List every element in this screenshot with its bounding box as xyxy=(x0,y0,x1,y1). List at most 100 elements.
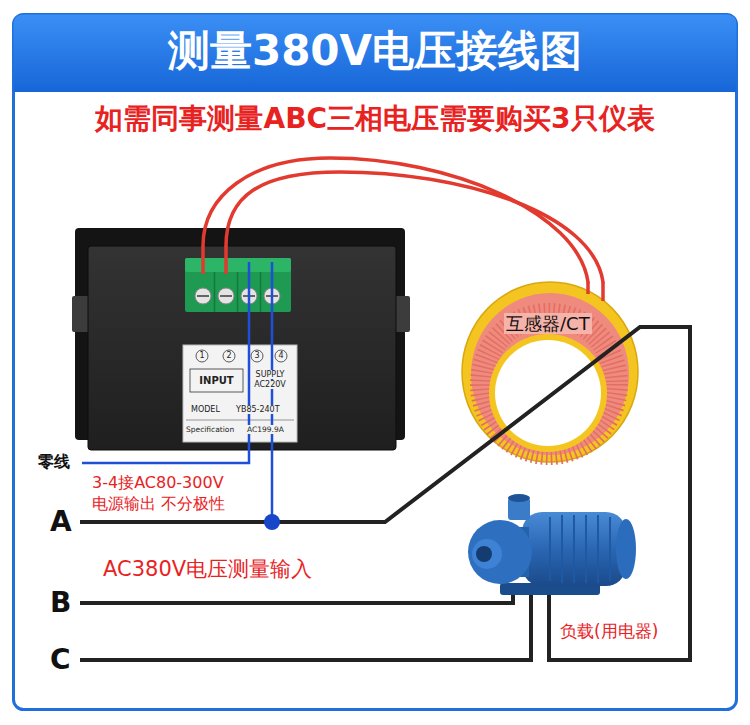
current-transformer: 互感器/CT xyxy=(462,282,638,462)
terminal-number: 3 xyxy=(254,351,259,360)
current-transformer xyxy=(471,293,629,455)
spec-value-wrap: AC199.9A xyxy=(247,425,284,435)
terminal-block xyxy=(197,295,209,297)
meter-sticker xyxy=(183,345,297,442)
terminal-block xyxy=(185,258,291,312)
meter: 1 2 3 4INPUT SUPPLY AC220V MODEL YB85-240T Spec… xyxy=(88,246,396,450)
phase-wires xyxy=(264,514,280,530)
spec-label: Specification xyxy=(186,425,234,434)
terminal-number-wrap: 1 xyxy=(198,351,206,361)
spec-value: AC199.9A xyxy=(247,425,284,434)
input-note-wrap: AC380V电压测量输入 xyxy=(103,556,312,582)
terminal-block xyxy=(237,272,239,312)
pump-illustration xyxy=(573,515,575,583)
meter-sticker xyxy=(196,350,208,362)
meter-sticker xyxy=(275,350,287,362)
ct-label-wrap: 互感器/CT xyxy=(504,313,592,335)
pump-illustration xyxy=(468,520,532,584)
subtitle-note: 如需同事测量ABC三相电压需要购买3只仪表 xyxy=(95,102,654,135)
neutral-label-wrap: 零线 xyxy=(38,452,70,472)
red-wire xyxy=(203,158,588,282)
neutral-and-supply-wires xyxy=(82,262,249,463)
title: 测量380V电压接线图 xyxy=(168,26,582,75)
meter-housing xyxy=(72,296,90,332)
subtitle-note-wrap: 如需同事测量ABC三相电压需要购买3只仪表 xyxy=(0,102,750,136)
meter-sticker xyxy=(223,350,235,362)
phase-wires xyxy=(80,327,690,660)
phase-label-wrap: C xyxy=(50,643,71,677)
terminal-number-wrap: 4 xyxy=(277,351,285,361)
panel xyxy=(14,15,737,710)
terminal-block xyxy=(185,258,291,272)
supply-note: 3-4接AC80-300V 电源输出 不分极性 xyxy=(92,473,225,513)
red-wire-stubs xyxy=(203,246,603,301)
neutral-label: 零线 xyxy=(38,452,70,471)
red-wire xyxy=(226,172,603,282)
terminal-block xyxy=(185,258,291,312)
model-label: MODEL xyxy=(191,405,220,414)
terminal-number-wrap: 3 xyxy=(253,351,261,361)
terminal-number: 4 xyxy=(278,351,283,360)
pump-illustration xyxy=(561,515,563,583)
current-transformer xyxy=(489,334,607,452)
supply-label-wrap: SUPPLY AC220V xyxy=(247,370,293,390)
input-note: AC380V电压测量输入 xyxy=(103,557,312,581)
neutral-and-supply-wires xyxy=(82,262,272,522)
phase-wires xyxy=(80,327,690,660)
supply-note-wrap: 3-4接AC80-300V 电源输出 不分极性 xyxy=(92,472,242,514)
pump-illustration xyxy=(476,546,492,562)
neutral-and-supply-wires xyxy=(271,262,274,522)
terminal-number: 2 xyxy=(226,351,231,360)
phase-label-wrap: B xyxy=(50,586,71,620)
meter-sticker xyxy=(251,350,263,362)
model-number-wrap: YB85-240T xyxy=(236,405,280,415)
terminal-block xyxy=(220,295,232,297)
pump-illustration xyxy=(508,494,530,502)
pump-illustration xyxy=(585,515,587,583)
pump-illustration xyxy=(597,515,599,583)
meter-housing xyxy=(88,246,396,450)
phase-label: A xyxy=(50,505,72,538)
pump-illustration xyxy=(616,519,636,579)
pump-illustration xyxy=(522,512,626,586)
input-label: INPUT xyxy=(199,375,233,386)
meter-housing xyxy=(72,228,410,450)
terminal-block xyxy=(218,288,234,304)
input-label-wrap: INPUT xyxy=(190,369,243,392)
red-wire-stubs xyxy=(224,246,228,274)
ct-label: 互感器/CT xyxy=(504,313,592,334)
pump-illustration xyxy=(468,494,636,595)
load-label-wrap: 负载(用电器) xyxy=(560,620,658,642)
model-number: YB85-240T xyxy=(236,405,280,414)
pump-illustration xyxy=(472,539,502,569)
load-label: 负载(用电器) xyxy=(560,621,658,641)
title-wrap: 测量380V电压接线图 xyxy=(0,26,750,76)
phase-label: C xyxy=(50,643,71,676)
current-transformer xyxy=(462,282,638,462)
terminal-block xyxy=(195,288,211,304)
meter-sticker xyxy=(183,345,297,442)
terminal-number-wrap: 2 xyxy=(225,351,233,361)
current-transformer xyxy=(462,282,638,462)
panel xyxy=(14,15,737,93)
phase-label-wrap: A xyxy=(50,505,72,539)
red-wire-stubs xyxy=(601,282,605,301)
red-wire-stubs xyxy=(201,246,205,274)
meter-sticker xyxy=(190,369,243,392)
current-transformer xyxy=(495,340,601,446)
red-wire-stubs xyxy=(586,282,590,294)
terminal-block xyxy=(214,272,216,312)
supply-label: SUPPLY AC220V xyxy=(254,370,286,389)
phase-wires xyxy=(80,588,513,603)
pump-illustration xyxy=(609,517,611,581)
terminal-block xyxy=(260,272,262,312)
pump-illustration xyxy=(549,517,551,581)
meter-sticker xyxy=(186,420,294,421)
spec-label-wrap: Specification xyxy=(186,425,234,435)
phase-label: B xyxy=(50,586,71,619)
terminal-number: 1 xyxy=(199,351,204,360)
phase-wires xyxy=(80,590,531,660)
panel xyxy=(14,15,737,710)
model-label-wrap: MODEL xyxy=(191,405,220,415)
